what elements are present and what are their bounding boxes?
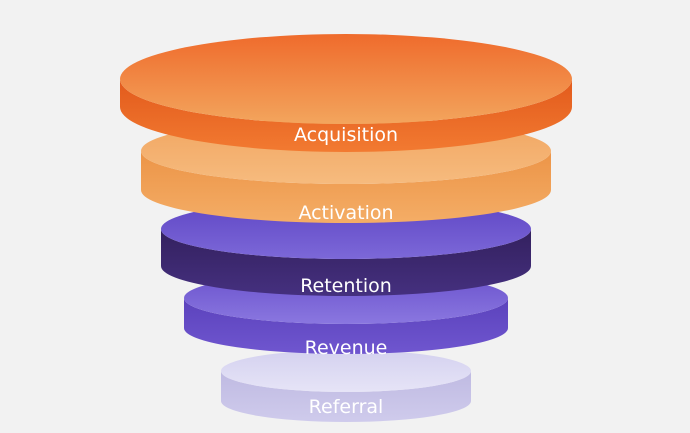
acquisition-disc-top: [120, 34, 572, 124]
activation-disc-side: [141, 151, 551, 223]
referral-label: Referral: [309, 396, 384, 418]
acquisition-label: Acquisition: [294, 124, 398, 146]
retention-label: Retention: [300, 275, 392, 297]
retention-disc-side: [161, 229, 531, 296]
revenue-label: Revenue: [305, 337, 388, 359]
revenue-disc-side: [184, 298, 508, 354]
funnel-layer-referral: Referral: [221, 350, 471, 422]
activation-label: Activation: [298, 202, 393, 224]
referral-disc-top: [221, 350, 471, 392]
acquisition-disc-side: [120, 79, 572, 152]
referral-disc-side: [221, 371, 471, 422]
funnel-layer-acquisition: Acquisition: [120, 34, 572, 152]
